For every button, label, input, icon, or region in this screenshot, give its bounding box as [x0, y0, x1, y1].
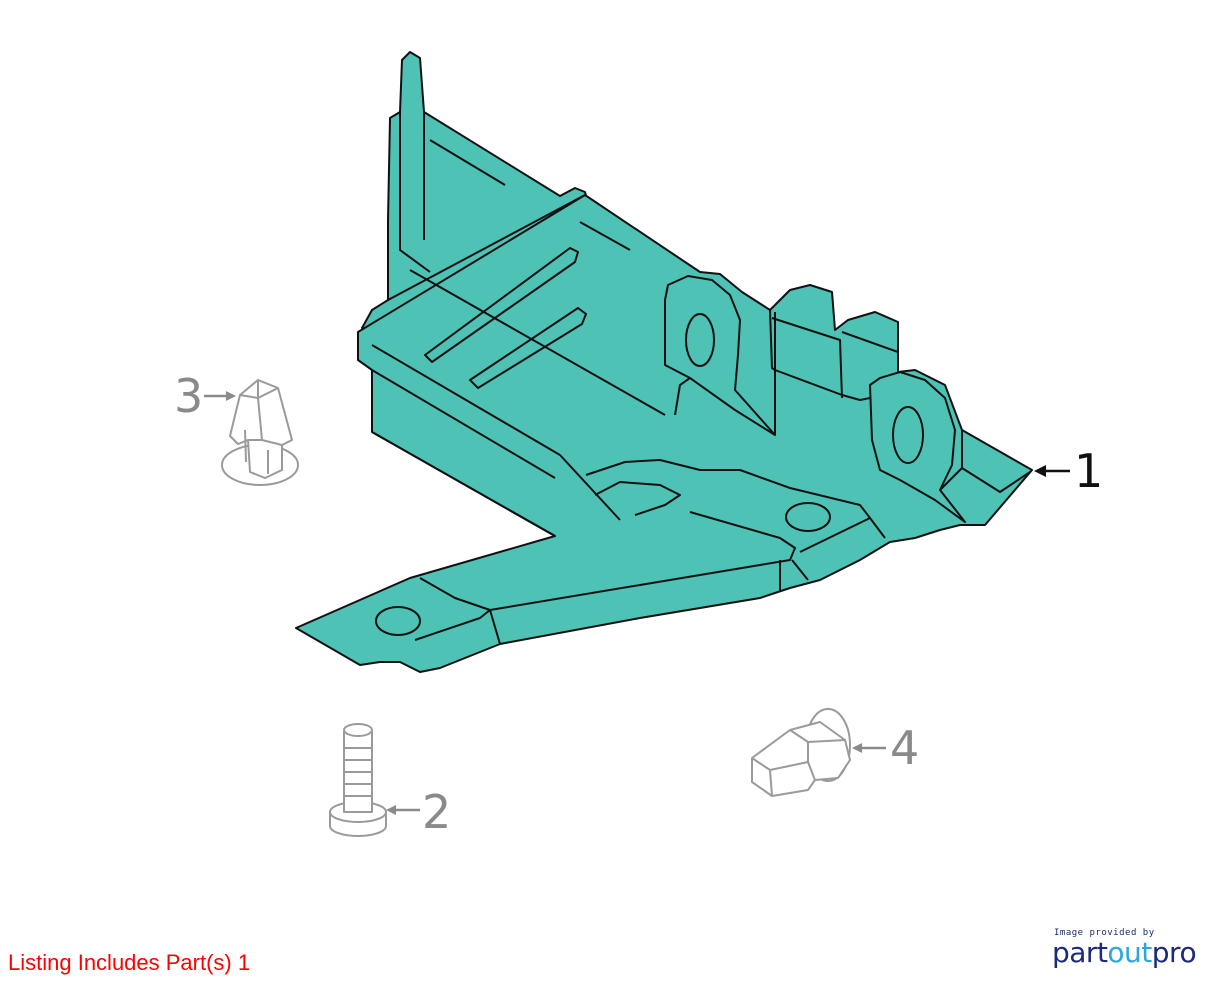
part-3-clip[interactable] [221, 379, 299, 486]
image-credit: Image provided by partoutpro [1052, 928, 1202, 968]
callout-4-label: 4 [890, 721, 919, 775]
logo-part: part [1052, 936, 1108, 969]
logo-out: out [1107, 936, 1152, 969]
logo-pro: pro [1151, 936, 1197, 969]
callout-3-label: 3 [174, 369, 203, 423]
callout-2-label: 2 [422, 785, 451, 839]
callout-2: 2 [386, 785, 451, 839]
callout-1: 1 [1034, 444, 1103, 498]
credit-caption: Image provided by [1054, 928, 1155, 938]
part-1-bracket[interactable] [295, 51, 1033, 673]
partoutpro-logo: partoutpro [1052, 938, 1202, 968]
part-4-nut-clip[interactable] [751, 708, 851, 797]
listing-note: Listing Includes Part(s) 1 [8, 950, 251, 975]
callout-3: 3 [174, 369, 236, 423]
callout-1-label: 1 [1074, 444, 1103, 498]
part-2-bolt[interactable] [329, 723, 387, 837]
callout-4: 4 [852, 721, 919, 775]
